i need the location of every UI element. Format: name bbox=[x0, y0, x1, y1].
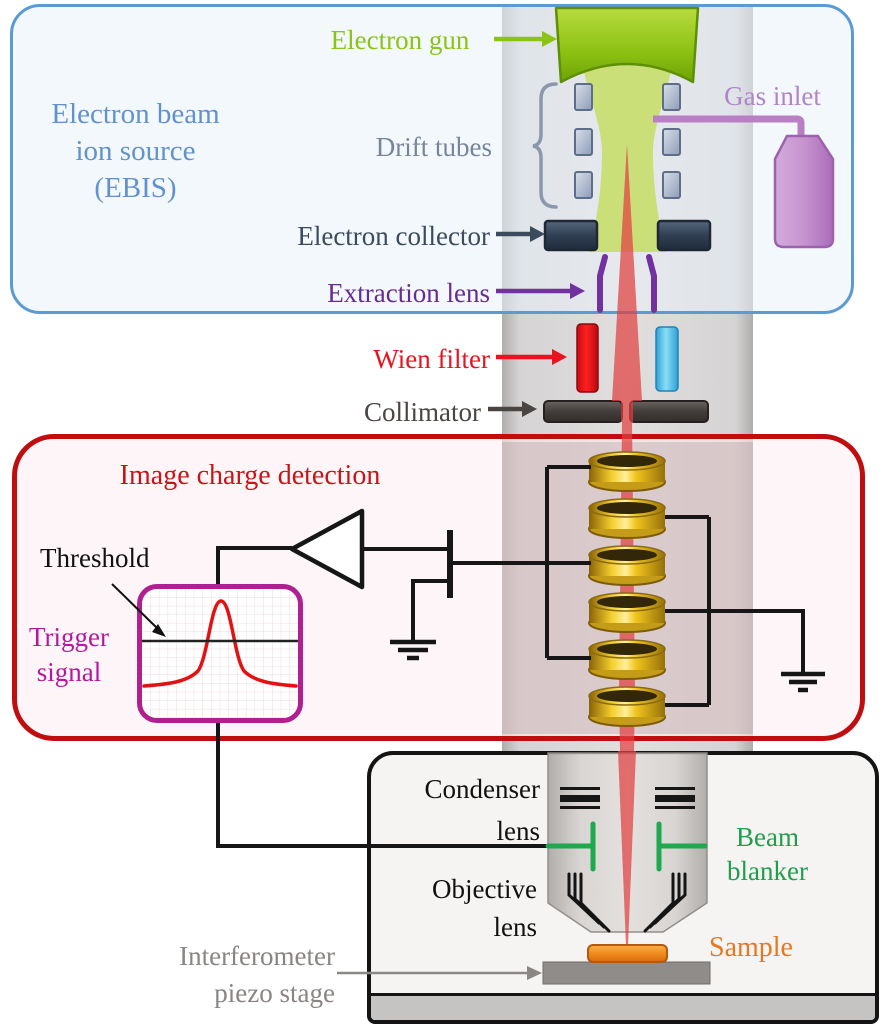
ebis-title-line3: (EBIS) bbox=[94, 172, 177, 204]
beam-blanker-line2: blanker bbox=[727, 856, 808, 886]
beam-blanker-label: Beam blanker bbox=[690, 820, 845, 888]
electron-gun-label: Electron gun bbox=[330, 25, 470, 55]
condenser-lens-line2: lens bbox=[496, 816, 541, 846]
ebis-region-box bbox=[10, 4, 854, 314]
condenser-lens-line1: Condenser bbox=[424, 774, 540, 804]
drift-tubes-label: Drift tubes bbox=[375, 132, 492, 162]
image-charge-detection-title: Image charge detection bbox=[119, 460, 381, 491]
wien-filter-label: Wien filter bbox=[373, 344, 490, 374]
trigger-scope bbox=[137, 584, 303, 723]
extraction-lens-label: Extraction lens bbox=[327, 278, 490, 308]
piezo-stage-line1: Interferometer bbox=[179, 941, 335, 971]
trigger-plot bbox=[142, 589, 298, 718]
piezo-stage-line2: piezo stage bbox=[214, 978, 335, 1008]
objective-lens-line2: lens bbox=[493, 912, 538, 942]
microscope-base bbox=[371, 993, 875, 1020]
ebis-title: Electron beam ion source (EBIS) bbox=[28, 96, 243, 207]
gas-inlet-label: Gas inlet bbox=[724, 81, 821, 111]
ebis-title-line1: Electron beam bbox=[51, 98, 220, 130]
beam-blanker-line1: Beam bbox=[736, 822, 799, 852]
column-tint bbox=[502, 442, 753, 734]
trigger-signal-line1: Trigger bbox=[28, 622, 109, 652]
objective-lens-label: Objective lens bbox=[385, 870, 537, 946]
collimator-label: Collimator bbox=[364, 397, 481, 427]
plot-grid bbox=[142, 589, 298, 718]
electron-collector-label: Electron collector bbox=[297, 221, 490, 251]
sample-label: Sample bbox=[709, 932, 793, 963]
signal-peak-curve bbox=[142, 599, 298, 688]
ebis-title-line2: ion source bbox=[75, 135, 196, 167]
objective-lens-line1: Objective bbox=[432, 874, 537, 904]
trigger-signal-label: Trigger signal bbox=[8, 620, 130, 690]
threshold-label: Threshold bbox=[40, 543, 150, 573]
trigger-signal-line2: signal bbox=[36, 657, 102, 687]
piezo-stage-label: Interferometer piezo stage bbox=[60, 938, 335, 1012]
condenser-lens-label: Condenser lens bbox=[385, 768, 540, 852]
